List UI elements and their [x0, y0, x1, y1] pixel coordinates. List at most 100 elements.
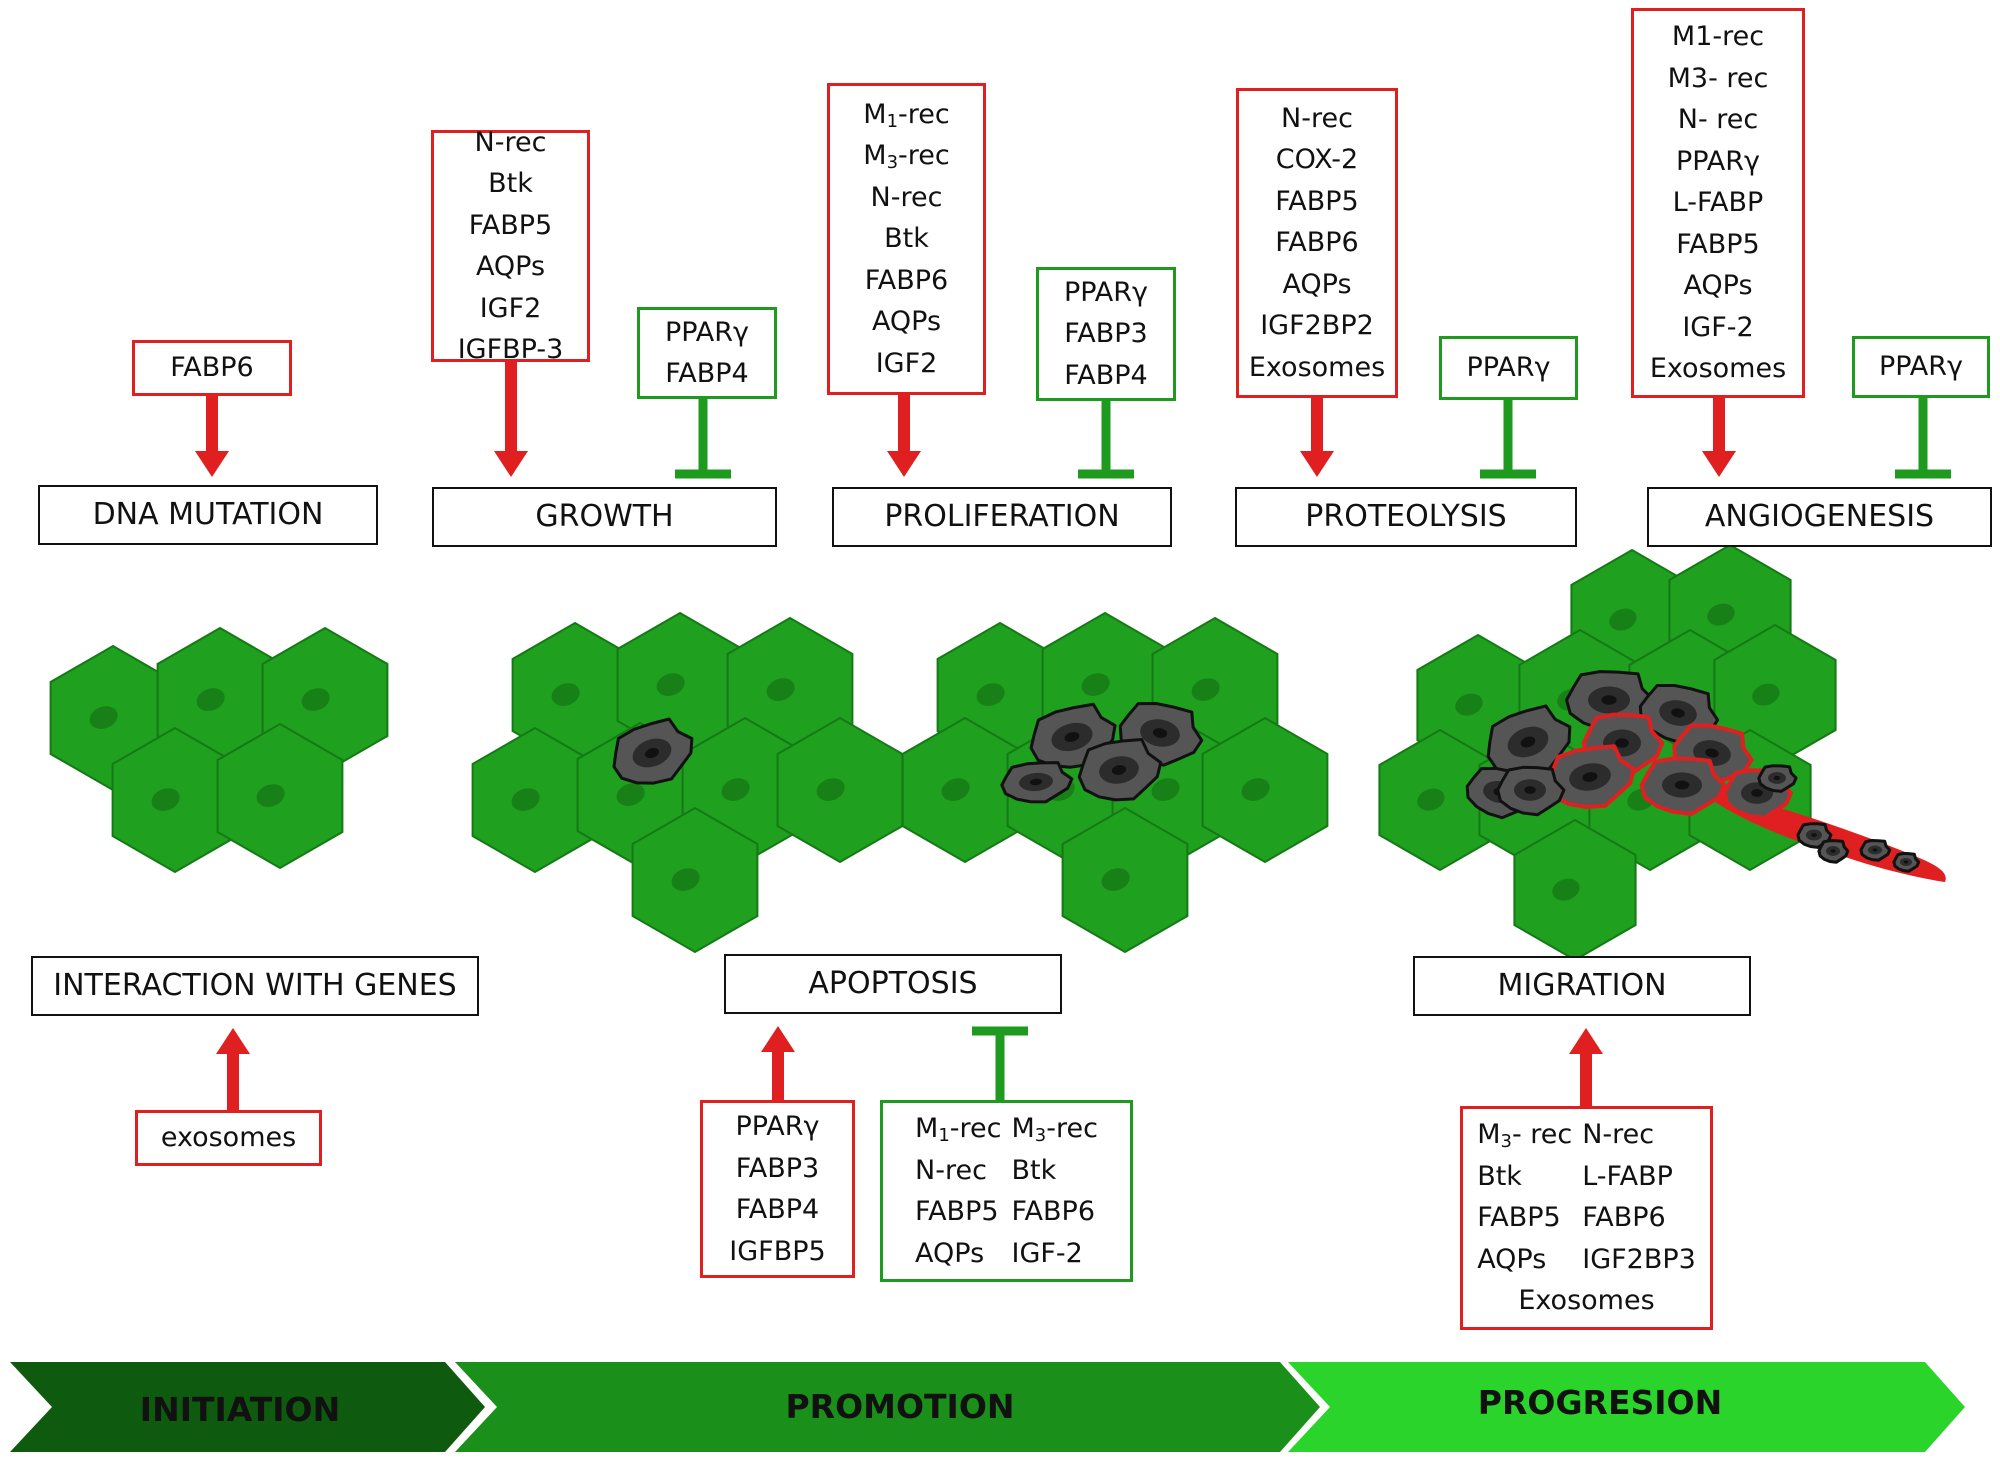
cell-nucleus — [766, 678, 795, 701]
factor-label: Btk — [1477, 1160, 1522, 1192]
promotion-stage-label: PROMOTION — [785, 1387, 1015, 1426]
migration-activation-arrow-head — [1569, 1028, 1603, 1054]
cell-nucleus — [256, 784, 285, 807]
epithelial-cell — [1513, 818, 1637, 962]
tumor-cell-core — [1705, 748, 1719, 758]
epithelial-cell — [216, 722, 344, 870]
tumor-cell-core — [1830, 849, 1836, 853]
tumor-cell — [1817, 839, 1850, 864]
factor-label: FABP5 — [1477, 1202, 1561, 1234]
cell-nucleus — [551, 683, 580, 706]
cell-nucleus — [1455, 693, 1483, 716]
factor-label: N-rec — [870, 181, 943, 213]
factor-label: Exosomes — [1248, 351, 1386, 383]
apoptosis-label: APOPTOSIS — [808, 966, 978, 1001]
tumor-cell-core — [1520, 736, 1536, 748]
tumor-cell-core — [1029, 778, 1043, 786]
cell-nucleus — [1101, 868, 1130, 891]
tumor-cell-core — [1751, 789, 1763, 797]
factor-label: M1-rec — [863, 98, 950, 132]
cell-nucleus — [1081, 673, 1110, 696]
cell-nucleus — [1241, 778, 1270, 801]
dna-mutation-factors-box: FABP6 — [132, 340, 292, 396]
factor-label: AQPs — [915, 1237, 985, 1269]
apoptosis-activation-arrow-head — [761, 1026, 795, 1052]
tumor-cell-core — [1671, 708, 1685, 718]
factor-label: L-FABP — [1582, 1160, 1673, 1192]
cell-nucleus — [816, 778, 845, 801]
factor-label: FABP3 — [735, 1152, 820, 1184]
factor-label: IGFBP5 — [729, 1235, 826, 1267]
factor-label: COX-2 — [1275, 144, 1359, 176]
factor-label: IGF2BP2 — [1260, 310, 1374, 342]
factor-label: M3-rec — [1011, 1113, 1098, 1146]
tumor-cell — [612, 717, 694, 785]
factor-label: N-rec — [1281, 102, 1353, 134]
cell-nucleus — [941, 778, 970, 801]
dna-mutation-box: DNA MUTATION — [38, 485, 378, 545]
factor-label: IGF-2 — [1011, 1237, 1083, 1269]
factor-label: AQPs — [475, 251, 546, 282]
initiation-stage-label: INITIATION — [139, 1390, 341, 1429]
epithelial-cell — [616, 611, 744, 759]
factor-label: FABP5 — [915, 1196, 999, 1227]
factor-label: IGF-2 — [1682, 311, 1754, 343]
angiogenesis-activation-arrow-head — [1702, 451, 1736, 477]
tumor-cell-core — [1872, 848, 1878, 852]
factor-label: FABP5 — [468, 209, 553, 241]
factor-subscript: 1 — [938, 1125, 950, 1146]
migration-box: MIGRATION — [1413, 956, 1751, 1016]
cell-nucleus — [1752, 683, 1780, 706]
progression-stage-arrow — [1288, 1362, 1965, 1452]
factor-subscript: 3 — [1500, 1131, 1512, 1153]
epithelial-cell — [1713, 623, 1837, 767]
epithelial-cell — [1201, 716, 1329, 864]
factor-label: AQPs — [1282, 268, 1352, 300]
cell-nucleus — [511, 788, 540, 811]
genes-factors-box: exosomes — [135, 1110, 322, 1166]
factor-label: N-rec — [474, 126, 547, 158]
tumor-cell-core — [1582, 772, 1598, 782]
tumor-cell-core — [1524, 786, 1536, 794]
initiation-stage-arrow — [10, 1362, 485, 1452]
cell-nucleus — [656, 673, 685, 696]
factor-label: Exosomes — [1649, 353, 1787, 385]
growth-label: GROWTH — [535, 499, 674, 534]
factor-subscript: 1 — [886, 110, 899, 132]
cell-nucleus — [1191, 678, 1220, 701]
factor-label: N-rec — [915, 1154, 987, 1186]
tumor-cell — [1757, 764, 1798, 793]
progression-stage-label: PROGRESION — [1477, 1383, 1723, 1422]
factor-label: Exosomes — [1518, 1285, 1655, 1317]
cell-nucleus — [89, 706, 118, 729]
angiogenesis-label: ANGIOGENESIS — [1704, 499, 1935, 534]
proteolysis-activation-arrow-head — [1300, 451, 1334, 477]
factor-label: PPARγ — [1675, 145, 1761, 177]
proteolysis-box: PROTEOLYSIS — [1235, 487, 1577, 547]
factor-label: FABP4 — [665, 358, 749, 389]
factor-label: M3-rec — [863, 140, 950, 174]
cell-nucleus — [1151, 778, 1180, 801]
tumor-cell-core — [1064, 731, 1080, 743]
factor-label: IGF2 — [875, 347, 938, 379]
tumor-cell — [1892, 852, 1921, 873]
factor-label: FABP5 — [1676, 228, 1760, 260]
tumor-cell — [1486, 704, 1572, 776]
tumor-cell — [1496, 765, 1566, 817]
factor-subscript: 3 — [886, 152, 899, 174]
factor-label: FABP6 — [1011, 1196, 1096, 1227]
epithelial-cell — [631, 806, 759, 954]
factor-label: FABP6 — [170, 352, 254, 384]
tumor-cell — [1000, 761, 1074, 804]
proliferation-box: PROLIFERATION — [832, 487, 1172, 547]
factor-label: AQPs — [871, 306, 942, 338]
factor-label: FABP6 — [864, 264, 949, 296]
factor-label: Btk — [488, 168, 533, 199]
factor-label: PPARγ — [664, 316, 750, 348]
